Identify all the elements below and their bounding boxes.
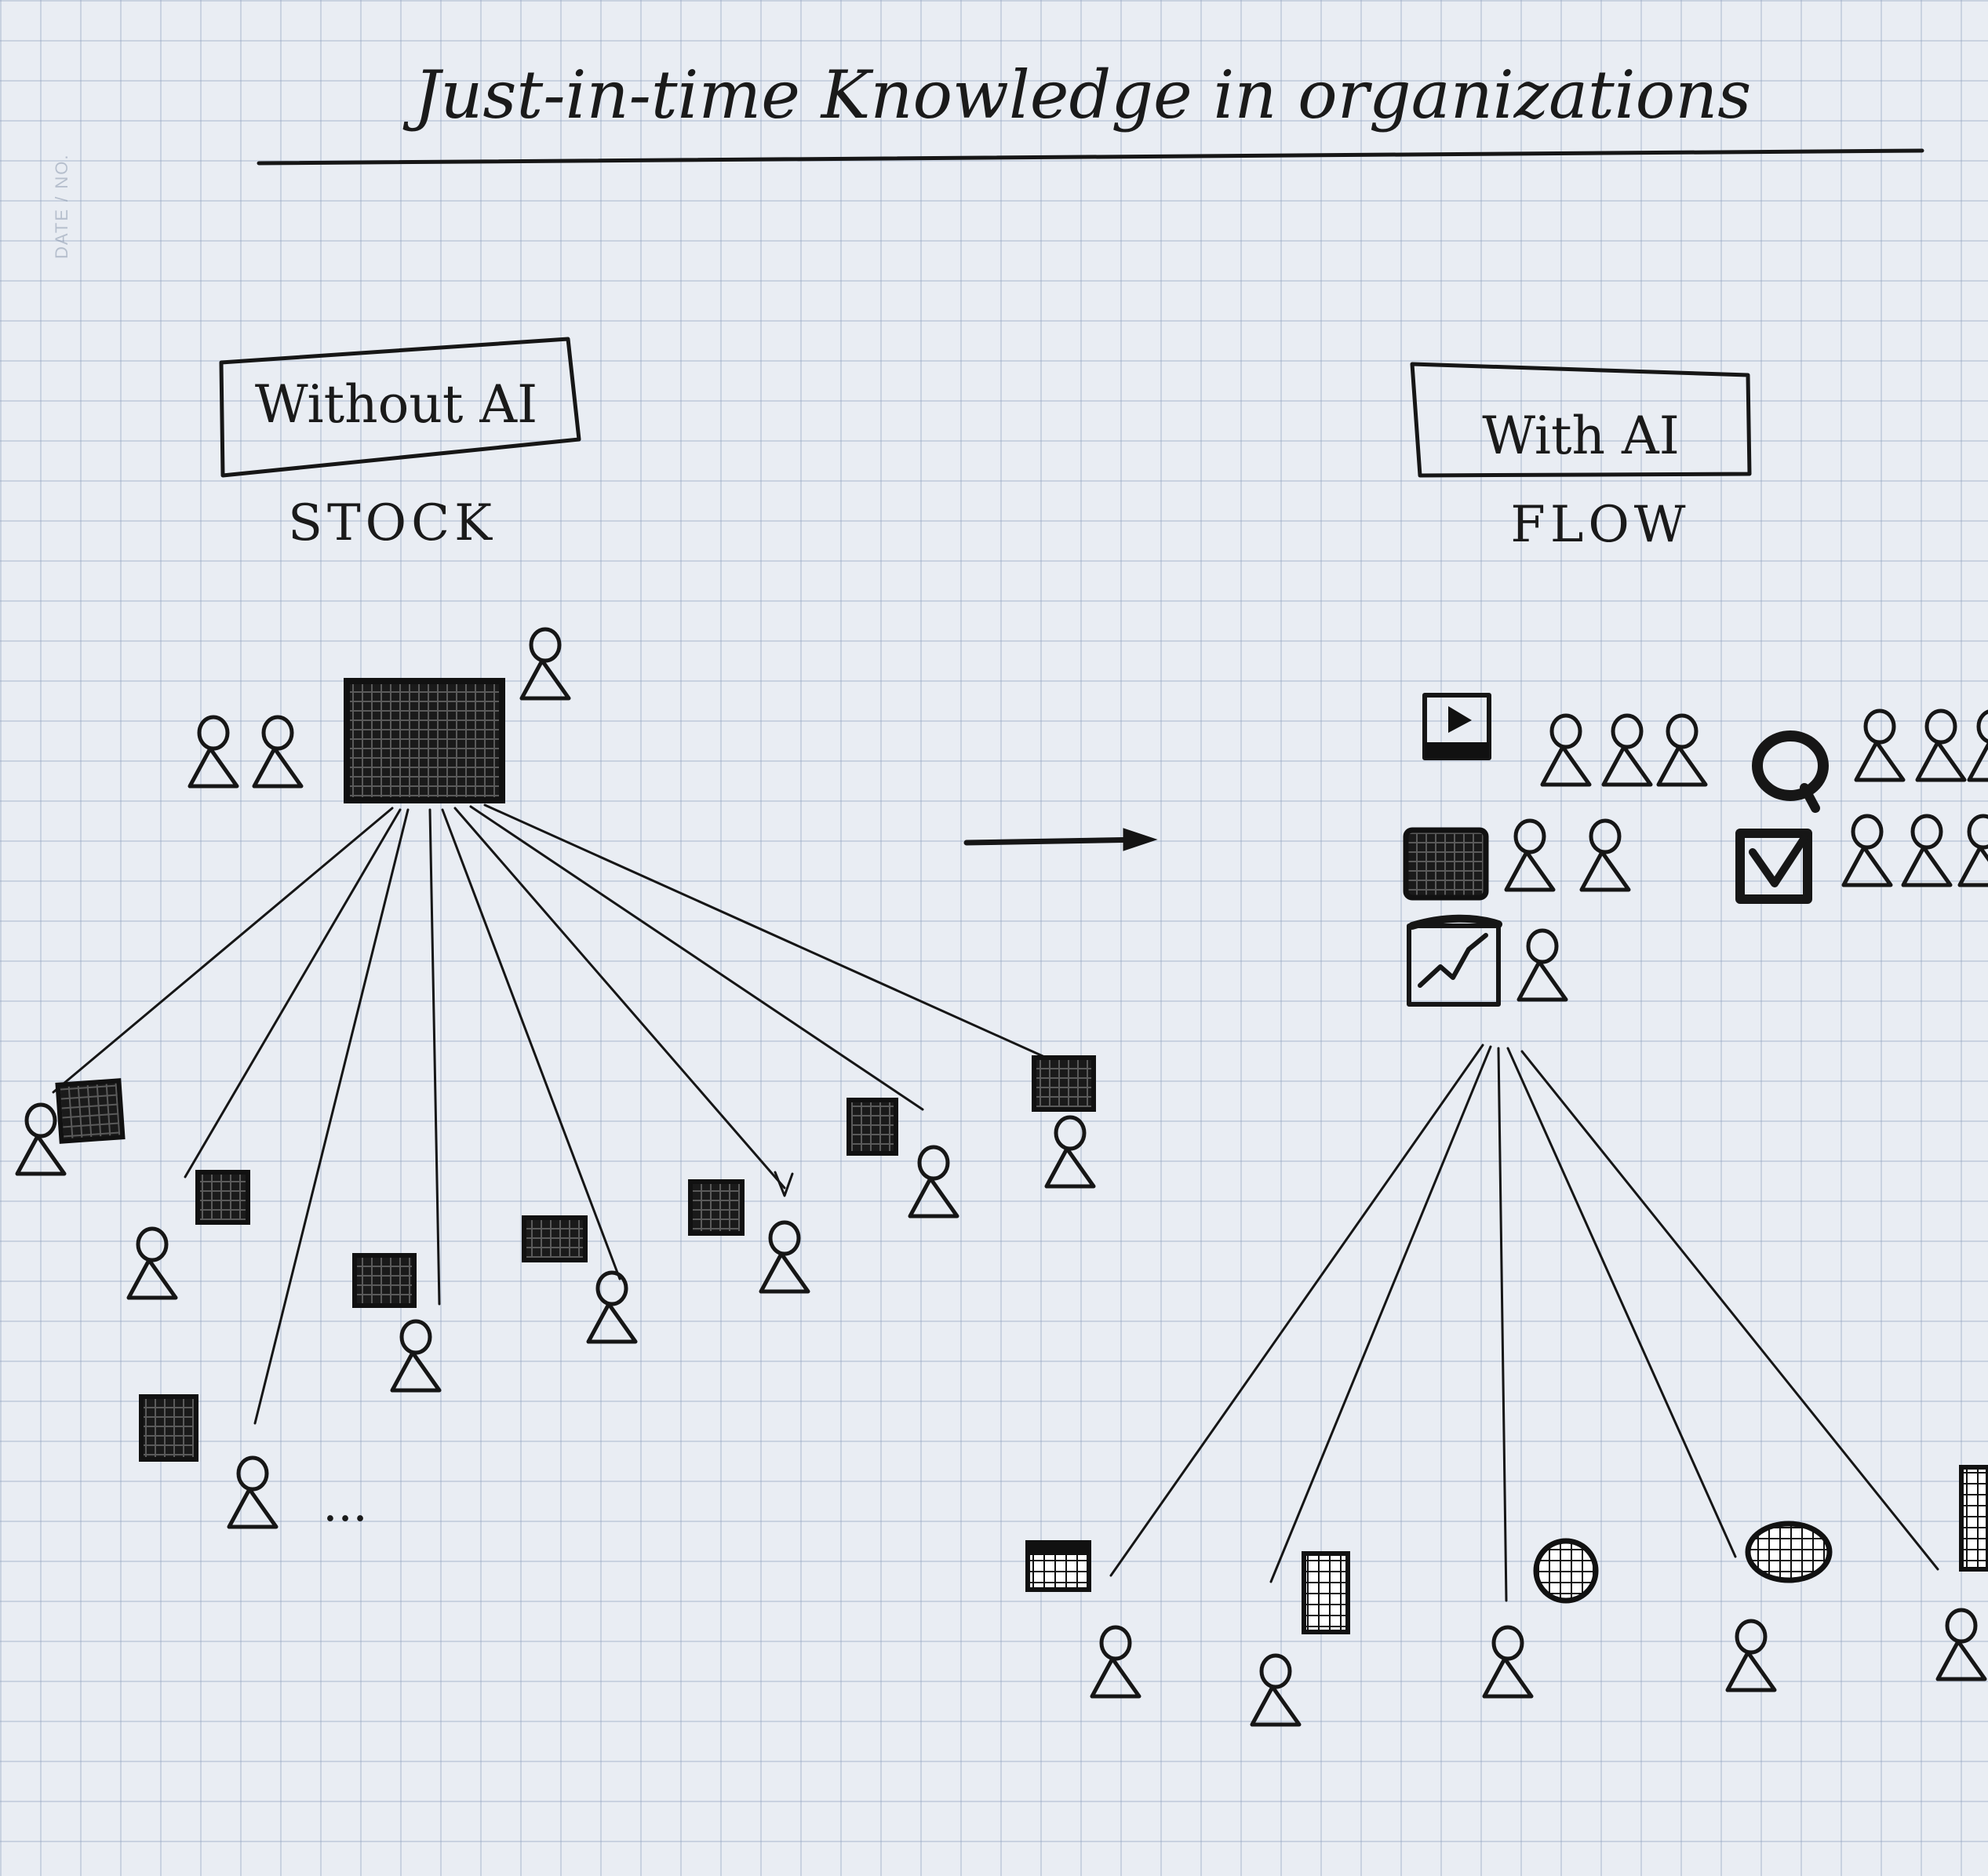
person-icon	[1519, 931, 1566, 1000]
chat-bubble-icon	[1752, 730, 1829, 813]
connection-line	[1497, 1047, 1508, 1602]
person-icon	[1047, 1117, 1094, 1186]
connection-line	[483, 803, 1051, 1061]
person-icon	[1092, 1627, 1139, 1696]
connection-line	[1520, 1050, 1939, 1571]
connection-line	[1269, 1045, 1492, 1583]
with-ai-box: With AI	[1410, 362, 1752, 478]
tailored-resources	[1025, 1465, 1988, 1634]
grid-document-icon	[1959, 1465, 1988, 1572]
connection-line	[453, 807, 786, 1189]
database-icon	[1403, 827, 1489, 901]
scattered-documents	[55, 1055, 1096, 1462]
stock-connection-lines	[52, 803, 1051, 1425]
person-icon	[1856, 711, 1903, 780]
arrow-tip	[774, 1171, 794, 1197]
person-icon	[254, 717, 301, 786]
person-icon	[1484, 1627, 1531, 1696]
grid-circle-icon	[1533, 1538, 1599, 1604]
connection-line	[253, 808, 410, 1425]
grid-oval-icon	[1745, 1521, 1833, 1583]
flow-connection-lines	[1109, 1044, 1939, 1602]
person-icon	[1542, 716, 1589, 785]
connection-line	[52, 807, 394, 1094]
title-underline	[257, 148, 1924, 166]
resource-cluster	[1403, 693, 1988, 1007]
continuation-ellipsis: ...	[322, 1477, 367, 1532]
person-icon	[588, 1273, 635, 1342]
person-icon	[1252, 1656, 1299, 1725]
person-icon	[1582, 821, 1629, 890]
document-icon	[139, 1394, 198, 1462]
video-icon	[1422, 693, 1491, 760]
person-icon	[1903, 816, 1950, 885]
connection-line	[428, 808, 441, 1306]
person-icon	[910, 1147, 957, 1216]
person-icon	[1506, 821, 1553, 890]
person-icon	[761, 1222, 808, 1291]
flow-label: FLOW	[1510, 496, 1690, 554]
stock-label: STOCK	[288, 494, 497, 552]
document-icon	[195, 1170, 250, 1225]
document-icon	[847, 1098, 898, 1156]
person-icon	[190, 717, 237, 786]
connection-line	[184, 808, 402, 1178]
person-icon	[1658, 716, 1706, 785]
person-icon	[1604, 716, 1651, 785]
connection-line	[1109, 1044, 1484, 1577]
person-icon	[1728, 1621, 1775, 1690]
central-knowledge-store-icon	[344, 678, 505, 803]
connection-line	[469, 805, 924, 1111]
person-icon	[1844, 816, 1891, 885]
page-title: Just-in-time Knowledge in organizations	[402, 56, 1752, 133]
calendar-top-bar	[1028, 1543, 1089, 1555]
receiving-people	[1092, 1610, 1985, 1725]
person-icon	[1938, 1610, 1985, 1679]
person-icon	[522, 629, 569, 698]
scattered-people	[17, 1105, 1094, 1527]
document-icon	[55, 1078, 126, 1144]
person-icon	[17, 1105, 64, 1174]
connection-line	[441, 808, 621, 1280]
without-ai-box: Without AI	[219, 337, 581, 478]
document-icon	[1032, 1055, 1096, 1112]
person-icon	[1969, 711, 1988, 780]
person-icon	[392, 1321, 439, 1390]
chart-icon	[1407, 914, 1502, 1007]
checkbox-icon	[1735, 829, 1812, 904]
person-icon	[1917, 711, 1964, 780]
person-icon	[1960, 816, 1988, 885]
transition-arrow-icon	[963, 828, 1158, 851]
document-icon	[688, 1179, 745, 1236]
with-ai-label: With AI	[1482, 406, 1680, 466]
grid-document-icon	[1302, 1551, 1350, 1634]
document-icon	[522, 1215, 588, 1262]
without-ai-label: Without AI	[255, 374, 537, 435]
person-icon	[129, 1229, 176, 1298]
document-icon	[352, 1253, 417, 1308]
person-icon	[229, 1458, 276, 1527]
connection-line	[1506, 1047, 1737, 1558]
